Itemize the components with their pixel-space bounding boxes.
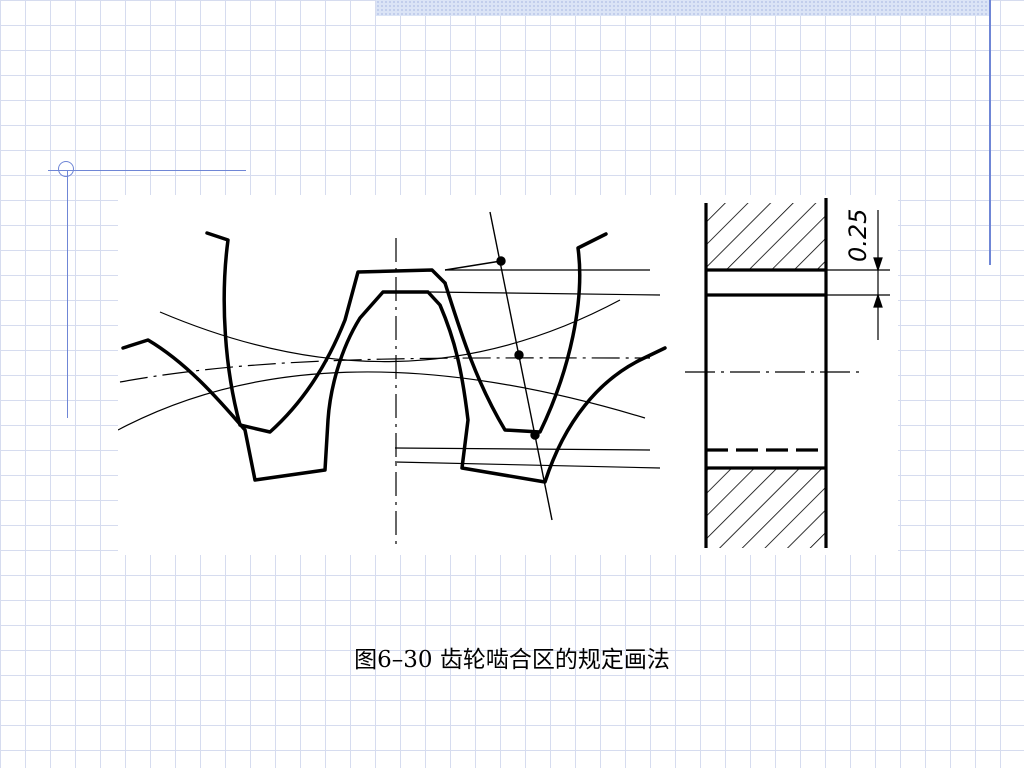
upper-gear-tooth-right (443, 232, 608, 434)
right-vertical-rule (989, 0, 991, 265)
pitch-circle-arcs (118, 299, 651, 431)
gear-drawing-svg: 0.25 (118, 198, 890, 550)
upper-gear-tooth-gap-left (205, 231, 447, 434)
dimension-label: 0.25 (844, 209, 872, 262)
left-horizontal-rule (48, 170, 246, 171)
line-of-action (444, 211, 553, 521)
header-decoration-band (376, 0, 990, 16)
figure-caption: 图6–30 齿轮啮合区的规定画法 (354, 647, 670, 673)
lower-gear-teeth (121, 290, 667, 484)
left-vertical-rule (67, 170, 68, 418)
gear-meshing-drawing: 0.25 (118, 195, 898, 555)
projection-lines (394, 269, 860, 469)
rule-ring-ornament (58, 161, 74, 177)
section-view (704, 198, 890, 548)
